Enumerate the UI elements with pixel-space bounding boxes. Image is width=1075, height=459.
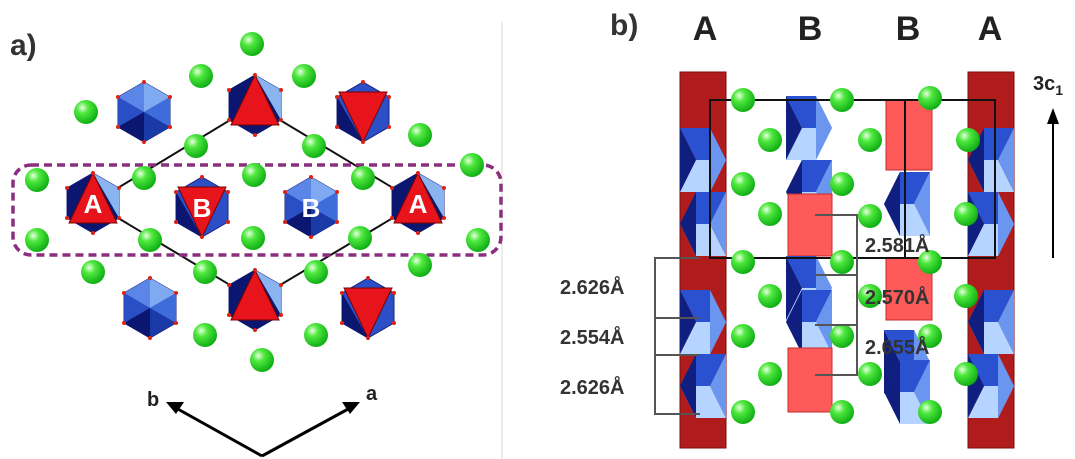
octahedron-a	[226, 267, 284, 333]
octahedron-b	[121, 275, 179, 341]
octahedron-label: B	[302, 193, 321, 223]
stacking-letter: B	[798, 10, 823, 48]
distance-label: 2.554Å	[560, 325, 625, 349]
panel-b: b) A B B A	[560, 9, 1063, 449]
axis-b-label: b	[147, 389, 159, 411]
panel-a-label: a)	[10, 29, 37, 62]
distance-label: 2.626Å	[560, 375, 625, 399]
c-axis-label: 3c1	[1033, 73, 1063, 98]
column-b-1	[786, 96, 833, 413]
lattice-axes	[166, 402, 360, 458]
octahedron-a	[339, 275, 397, 341]
octahedron-label: A	[84, 189, 103, 219]
panel-b-label: b)	[610, 9, 638, 42]
distance-label: 2.655Å	[865, 335, 930, 359]
column-b-2	[884, 99, 933, 424]
distance-brackets-right	[815, 214, 858, 376]
octahedron-a	[334, 79, 392, 145]
c-axis-arrow	[1047, 108, 1059, 258]
distance-label: 2.581Å	[865, 233, 930, 257]
distance-label: 2.570Å	[865, 285, 930, 309]
stacking-letter: A	[693, 10, 718, 48]
column-a-right	[967, 71, 1015, 449]
octahedron-label: A	[409, 189, 428, 219]
distance-brackets-left	[654, 257, 700, 415]
octahedron-a	[226, 72, 284, 138]
stacking-letter: A	[978, 10, 1003, 48]
column-a-left	[679, 71, 727, 449]
axis-a-label: a	[366, 383, 378, 405]
stacking-letter: B	[896, 10, 921, 48]
octahedron-label: B	[193, 193, 212, 223]
panel-a: a)	[10, 22, 503, 459]
octahedron-b	[115, 79, 173, 145]
metal-atoms-b	[731, 86, 980, 424]
distance-label: 2.626Å	[560, 275, 625, 299]
